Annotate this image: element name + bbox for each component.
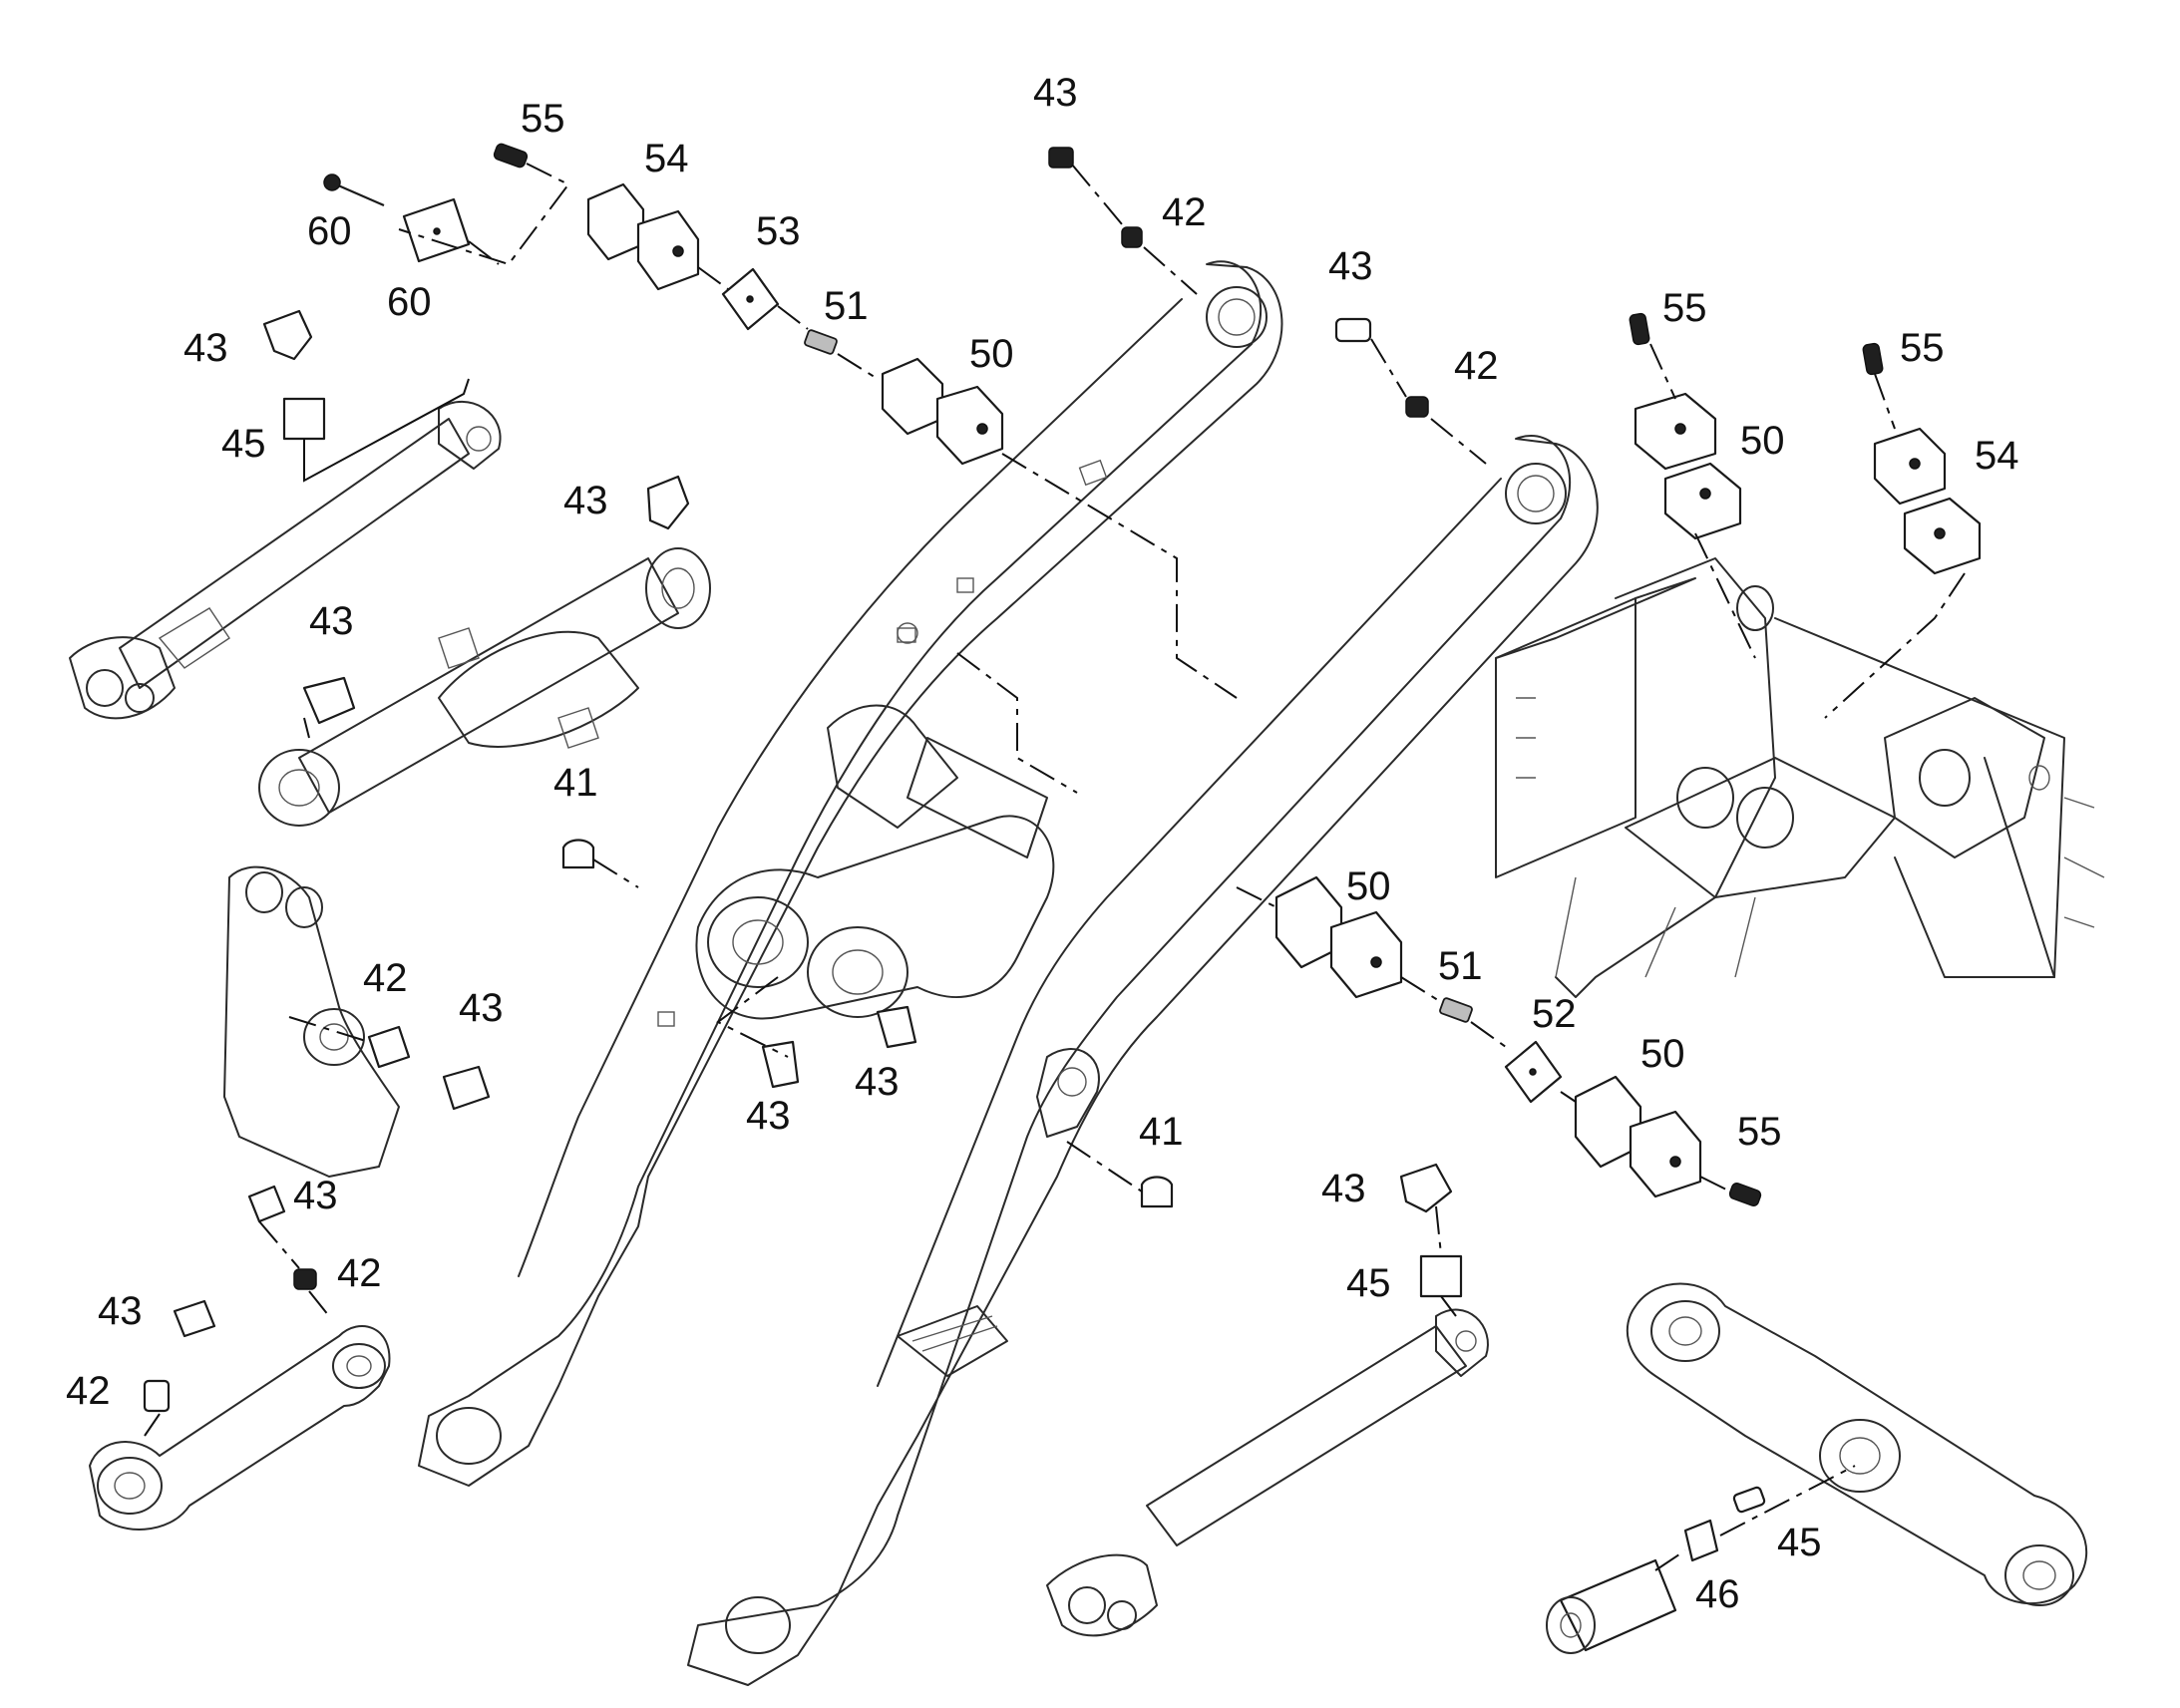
link-lower-left — [89, 1325, 391, 1531]
callout-46: 46 — [1695, 1572, 1740, 1616]
callout-45: 45 — [1346, 1261, 1391, 1305]
tilt-cylinder — [258, 547, 711, 827]
frame-mount — [1495, 557, 2105, 998]
callout-45: 45 — [1777, 1521, 1822, 1564]
callout-54: 54 — [1975, 434, 2019, 478]
callout-54: 54 — [644, 137, 689, 180]
callout-60: 60 — [387, 280, 432, 324]
callout-42: 42 — [1162, 190, 1207, 234]
callout-43: 43 — [855, 1060, 900, 1104]
bracket-left — [223, 865, 400, 1178]
callout-55: 55 — [1737, 1110, 1782, 1154]
callout-43: 43 — [563, 479, 608, 522]
callout-55: 55 — [521, 97, 565, 141]
callout-50: 50 — [1740, 419, 1785, 463]
callout-51: 51 — [1438, 944, 1483, 988]
callout-43: 43 — [1328, 244, 1373, 288]
callout-labels: 55 54 43 42 53 60 60 51 43 55 43 50 42 5… — [66, 71, 2019, 1616]
callout-55: 55 — [1900, 326, 1945, 370]
callout-45: 45 — [221, 422, 266, 466]
callout-50: 50 — [1346, 864, 1391, 908]
callout-52: 52 — [1532, 992, 1577, 1036]
callout-41: 41 — [553, 761, 598, 805]
callout-42: 42 — [363, 956, 408, 1000]
callout-50: 50 — [1640, 1032, 1685, 1076]
callout-62: 60 — [307, 209, 352, 253]
callout-41: 41 — [1139, 1110, 1184, 1154]
callout-43: 43 — [309, 599, 354, 643]
leader-lines — [144, 163, 1966, 1571]
callout-42: 42 — [66, 1369, 111, 1413]
callout-42: 42 — [1454, 344, 1499, 388]
loader-arm-assembly — [418, 260, 1599, 1686]
callout-43: 43 — [183, 326, 228, 370]
callout-43: 43 — [459, 986, 504, 1030]
callout-43: 43 — [746, 1094, 791, 1138]
callout-50: 50 — [969, 332, 1014, 376]
lift-cylinder-left — [69, 400, 502, 720]
lift-cylinder-right — [1046, 1308, 1489, 1637]
callout-43: 43 — [293, 1174, 338, 1217]
link-lower-right — [1626, 1282, 2088, 1606]
callout-43: 43 — [1321, 1167, 1366, 1210]
callout-53: 53 — [756, 209, 801, 253]
hardware-parts — [143, 143, 1982, 1654]
callout-55: 55 — [1662, 286, 1707, 330]
callout-43: 43 — [1033, 71, 1078, 115]
callout-51: 51 — [824, 284, 869, 328]
callout-43: 43 — [98, 1289, 143, 1333]
callout-42: 42 — [337, 1251, 382, 1295]
